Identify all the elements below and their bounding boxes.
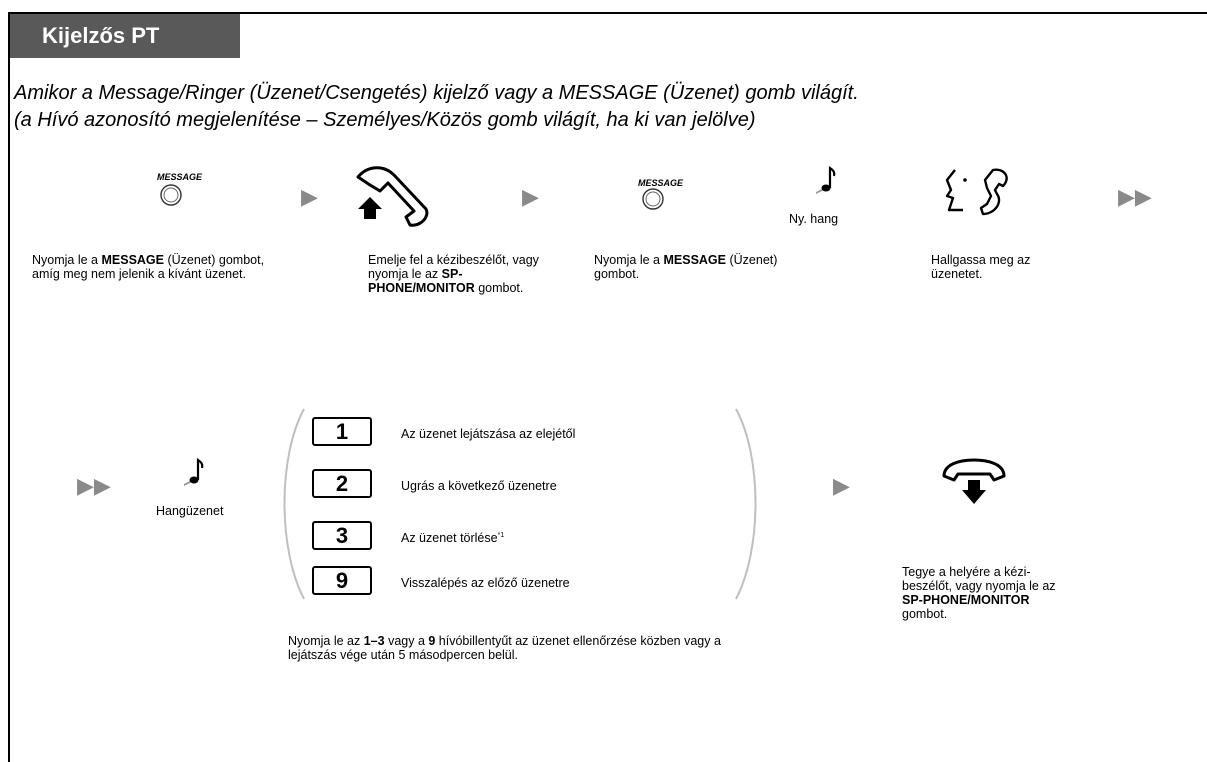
message-button-label: MESSAGE bbox=[638, 178, 684, 188]
voice-message-label: Hangüzenet bbox=[156, 504, 224, 518]
condition-line-2: (a Hívó azonosító megjelenítése – Személ… bbox=[14, 109, 756, 131]
key-9-label: Visszalépés az előző üzenetre bbox=[401, 576, 570, 591]
dial-key-3: 3 bbox=[312, 521, 372, 550]
step-2-text: Emelje fel a kézibeszélőt, vagy nyomja l… bbox=[368, 253, 539, 295]
condition-text: Amikor a Message/Ringer (Üzenet/Csengeté… bbox=[14, 80, 859, 134]
step-4-text: Hallgassa meg az üzenetet. bbox=[931, 253, 1031, 281]
key-3-label: Az üzenet törlése*1 bbox=[401, 531, 505, 546]
dial-key-9: 9 bbox=[312, 566, 372, 595]
tone-note-icon bbox=[816, 165, 836, 194]
double-arrow-icon: ▶▶ bbox=[1118, 184, 1152, 209]
message-button-icon bbox=[642, 188, 664, 210]
step-1-text: Nyomja le a MESSAGE (Üzenet) gombot, amí… bbox=[32, 253, 265, 281]
left-parenthesis-bracket bbox=[283, 408, 305, 600]
frame-left-border bbox=[8, 12, 10, 762]
voice-message-note-icon bbox=[184, 457, 204, 486]
on-hook-icon bbox=[942, 458, 1006, 504]
step-3-text: Nyomja le a MESSAGE (Üzenet) gombot. bbox=[594, 253, 778, 281]
right-parenthesis-bracket bbox=[735, 408, 757, 600]
frame-top-border bbox=[8, 12, 1207, 14]
message-button-icon bbox=[160, 184, 182, 206]
key-instruction-note: Nyomja le az 1–3 vagy a 9 hívóbillentyűt… bbox=[288, 634, 721, 662]
tone-label: Ny. hang bbox=[789, 212, 839, 226]
double-arrow-icon: ▶▶ bbox=[77, 473, 111, 498]
message-button-label: MESSAGE bbox=[157, 172, 203, 182]
condition-line-1: Amikor a Message/Ringer (Üzenet/Csengeté… bbox=[14, 82, 859, 104]
key-1-label: Az üzenet lejátszása az elejétől bbox=[401, 427, 576, 442]
off-hook-icon bbox=[356, 166, 429, 227]
arrow-right-icon: ▶ bbox=[522, 184, 539, 209]
hang-up-text: Tegye a helyére a kézi-beszélőt, vagy ny… bbox=[902, 565, 1056, 621]
listen-handset-icon bbox=[945, 168, 1008, 216]
section-header: Kijelzős PT bbox=[10, 14, 240, 58]
key-2-label: Ugrás a következő üzenetre bbox=[401, 479, 557, 494]
dial-key-1: 1 bbox=[312, 417, 372, 446]
arrow-right-icon: ▶ bbox=[833, 473, 850, 498]
arrow-right-icon: ▶ bbox=[301, 184, 318, 209]
dial-key-2: 2 bbox=[312, 469, 372, 498]
